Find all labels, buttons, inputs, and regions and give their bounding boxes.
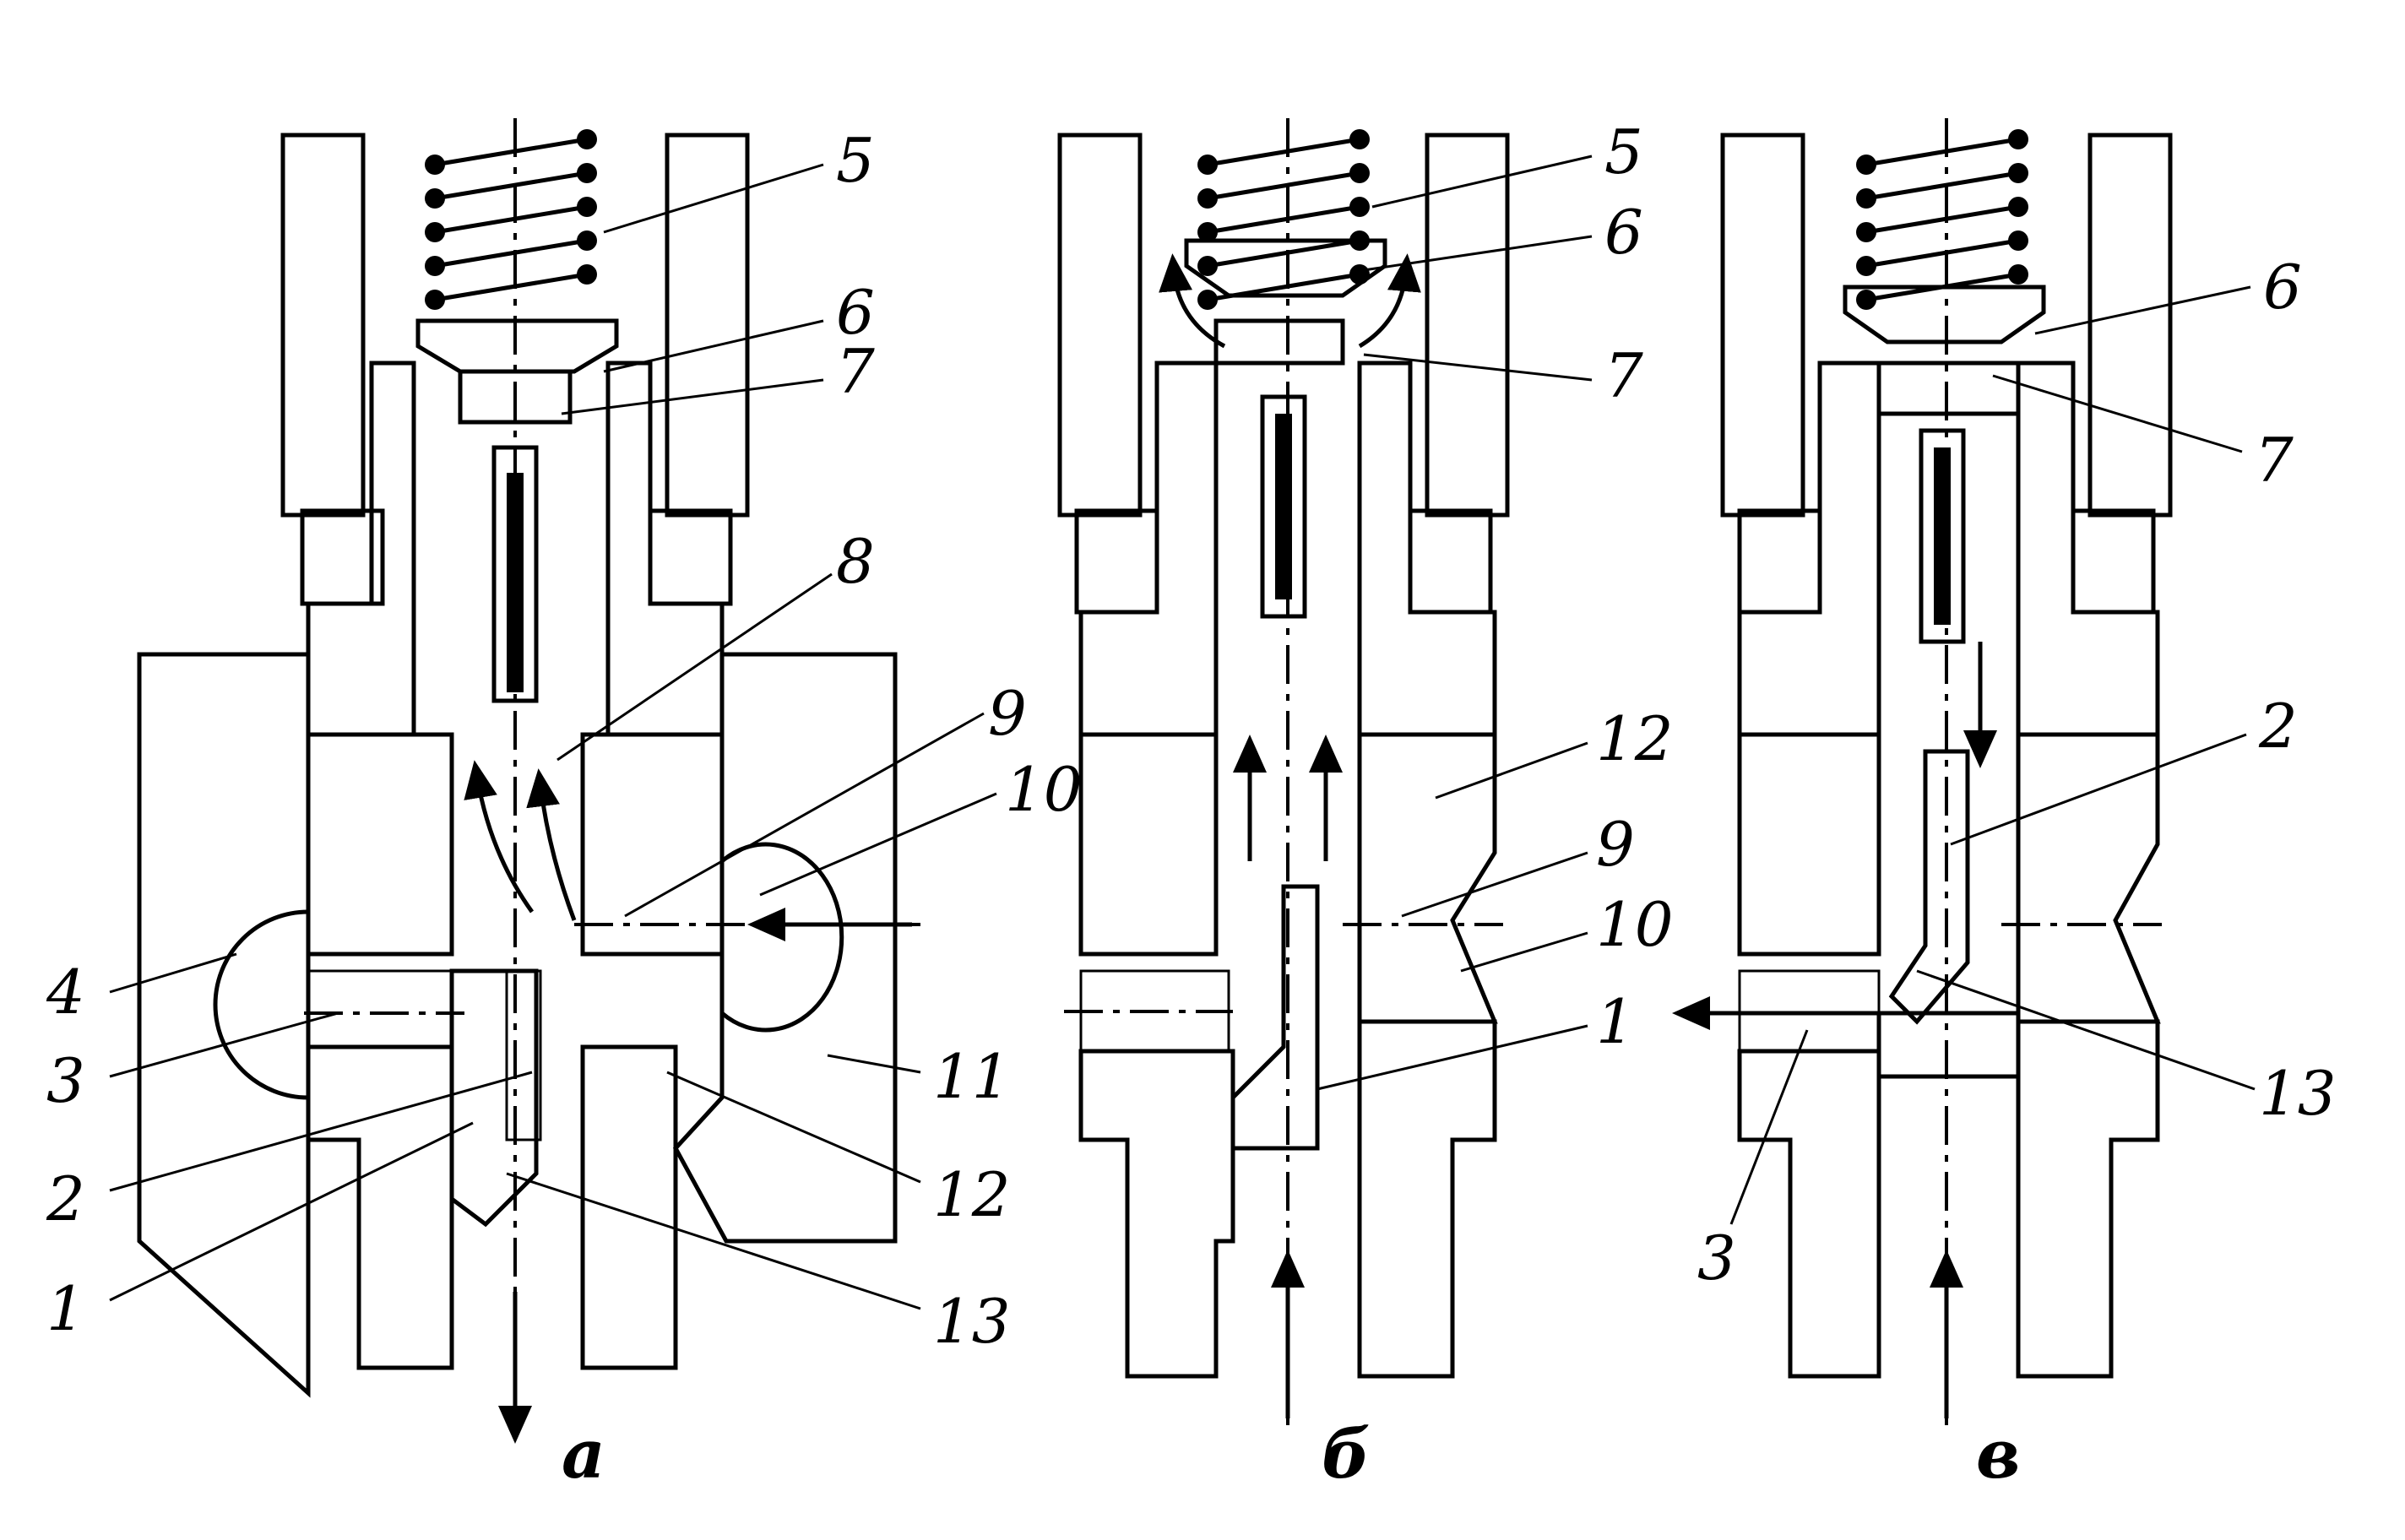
flow-arrow-leak-2 [1358, 253, 1421, 349]
valve-lower-left [306, 732, 454, 957]
valve-stem-left [306, 1044, 454, 1370]
caption-b: б [1322, 1414, 1371, 1494]
label-c-6: 6 [2263, 252, 2302, 323]
valve-stem-left [1078, 1049, 1235, 1379]
label-a-5: 5 [836, 125, 875, 196]
label-b-12: 12 [1596, 703, 1674, 774]
label-c-7: 7 [2255, 425, 2294, 496]
label-c-2: 2 [2258, 691, 2298, 762]
flow-arrow-up-2 [526, 768, 577, 921]
spool-1 [1888, 749, 1970, 1025]
channel-3 [307, 969, 453, 1049]
port-10 [720, 842, 844, 1033]
spring-5 [425, 129, 597, 310]
valve-body-left [1078, 361, 1219, 737]
upper-tube-right [2087, 133, 2173, 518]
label-a-12: 12 [933, 1159, 1011, 1230]
disc-6 [415, 318, 619, 374]
spool-land [1876, 1011, 2021, 1079]
port-4 [213, 909, 309, 1100]
upper-tube-right [665, 133, 750, 518]
caption-a: а [562, 1414, 605, 1494]
leader-lines-a [109, 163, 997, 1310]
inner-pin-core [1275, 414, 1292, 599]
valve-stem-right [580, 1044, 678, 1370]
housing-block [137, 652, 311, 1398]
upper-tube-left [1720, 133, 1805, 518]
seat-7 [1213, 318, 1345, 366]
label-b-9: 9 [1596, 809, 1635, 880]
leader-lines-c [1729, 285, 2256, 1225]
label-a-13: 13 [933, 1286, 1011, 1357]
label-a-3: 3 [46, 1045, 85, 1116]
valve-lower-left [1078, 732, 1219, 957]
leader-lines-b [1317, 155, 1593, 1091]
valve-body-left [1737, 361, 1881, 737]
seal-right [1408, 508, 1493, 615]
caption-c: в [1976, 1414, 2021, 1494]
panel-c: 6 7 2 13 3 в [1672, 118, 2337, 1494]
spool-1 [1230, 884, 1320, 1151]
label-b-6: 6 [1604, 197, 1643, 268]
valve-stem-right [2016, 1019, 2160, 1379]
valve-lower-right [2016, 732, 2161, 1024]
seal-right [2071, 508, 2156, 615]
valve-lower-right [1357, 732, 1498, 1024]
label-b-7: 7 [1604, 340, 1643, 411]
seal-left [1074, 508, 1159, 615]
panel-b: 5 6 7 12 9 10 1 б [1057, 117, 1674, 1494]
valve-stem-left [1737, 1049, 1881, 1379]
seal-right [648, 508, 733, 606]
inner-pin [1260, 394, 1307, 619]
label-b-1: 1 [1596, 986, 1635, 1057]
upper-tube-left [1057, 133, 1143, 518]
upper-tube-left [280, 133, 366, 518]
valve-lower-right [580, 732, 725, 957]
label-a-10: 10 [1005, 754, 1083, 825]
label-a-7: 7 [836, 336, 875, 407]
valve-lower-left [1737, 732, 1881, 957]
label-b-10: 10 [1596, 889, 1674, 960]
inner-pin [1919, 428, 1966, 644]
label-a-2: 2 [46, 1163, 85, 1234]
label-c-13: 13 [2259, 1058, 2337, 1129]
label-a-6: 6 [836, 277, 875, 348]
spool-1 [449, 968, 539, 1228]
label-a-8: 8 [836, 526, 875, 597]
flow-arrow-leak-1 [1159, 253, 1226, 349]
spring-5 [1197, 129, 1370, 310]
seal-left [1737, 508, 1822, 615]
spring-5 [1856, 129, 2028, 310]
label-a-11: 11 [933, 1041, 1011, 1112]
label-b-5: 5 [1604, 117, 1643, 187]
label-c-3: 3 [1697, 1223, 1736, 1293]
flow-arrow-up-1 [464, 760, 535, 914]
label-a-4: 4 [46, 957, 85, 1028]
valve-stem-right [1357, 1019, 1497, 1379]
upper-tube-right [1425, 133, 1510, 518]
disc-6 [1843, 285, 2046, 344]
housing-block-right [672, 652, 898, 1244]
seat-7 [1876, 361, 2021, 416]
spool-bore [505, 969, 542, 1141]
panel-a: 5 6 7 8 9 10 11 12 13 4 3 2 1 а [46, 118, 1083, 1494]
label-a-9: 9 [988, 678, 1027, 749]
label-a-1: 1 [46, 1273, 85, 1344]
